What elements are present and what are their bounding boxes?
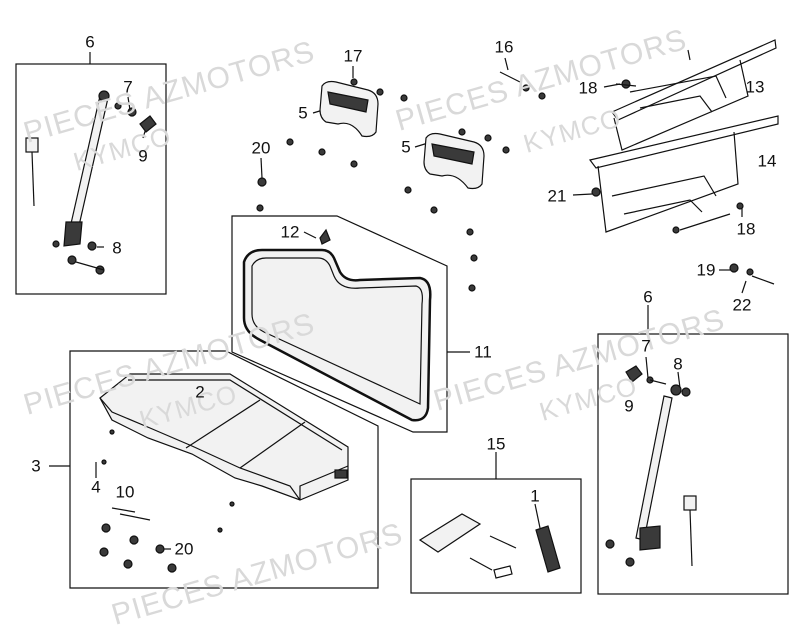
frame-seat-belt-left (15, 63, 167, 295)
callout-5: 5 (401, 137, 411, 157)
callout-7: 7 (641, 336, 651, 356)
callout-3: 3 (31, 456, 41, 476)
parts-diagram: PIECES AZMOTORS KYMCO PIECES AZMOTORS KY… (15, 23, 789, 632)
seat-cushion (99, 373, 349, 501)
seat-frame-14 (588, 115, 779, 233)
callout-1: 1 (530, 486, 540, 506)
callout-11: 11 (474, 342, 492, 362)
callout-10: 10 (115, 482, 135, 502)
frame-seat-belt-right (597, 333, 789, 595)
callout-14: 14 (757, 151, 777, 171)
callout-9: 9 (624, 396, 634, 416)
diagram-drawing (15, 39, 789, 595)
seat-back (242, 228, 432, 422)
callout-8: 8 (673, 354, 683, 374)
callout-13: 13 (745, 77, 765, 97)
callout-18: 18 (578, 78, 598, 98)
headrest-left (319, 80, 379, 138)
callout-4: 4 (91, 477, 101, 497)
callout-20: 20 (251, 138, 271, 158)
seat-belt-right (625, 365, 697, 567)
callout-17: 17 (343, 46, 363, 66)
frame-seat-back (231, 215, 448, 433)
frame-seat-assembly (69, 350, 379, 589)
callout-6: 6 (85, 32, 95, 52)
hardware-bolts (75, 49, 775, 521)
callout-9: 9 (138, 146, 148, 166)
tool-kit-parts (418, 513, 561, 579)
callout-5: 5 (298, 103, 308, 123)
callout-19: 19 (696, 260, 716, 280)
callout-6: 6 (643, 287, 653, 307)
headrest-right (423, 132, 485, 190)
callout-2: 2 (195, 382, 205, 402)
callout-21: 21 (547, 186, 567, 206)
callout-12: 12 (280, 222, 300, 242)
callout-16: 16 (494, 37, 514, 57)
callout-18: 18 (736, 219, 756, 239)
callout-20: 20 (174, 539, 194, 559)
seat-belt-left (25, 90, 157, 247)
callout-22: 22 (732, 295, 752, 315)
callout-8: 8 (112, 238, 122, 258)
seat-frame-13 (611, 39, 777, 151)
callout-15: 15 (486, 434, 506, 454)
callout-7: 7 (123, 77, 133, 97)
